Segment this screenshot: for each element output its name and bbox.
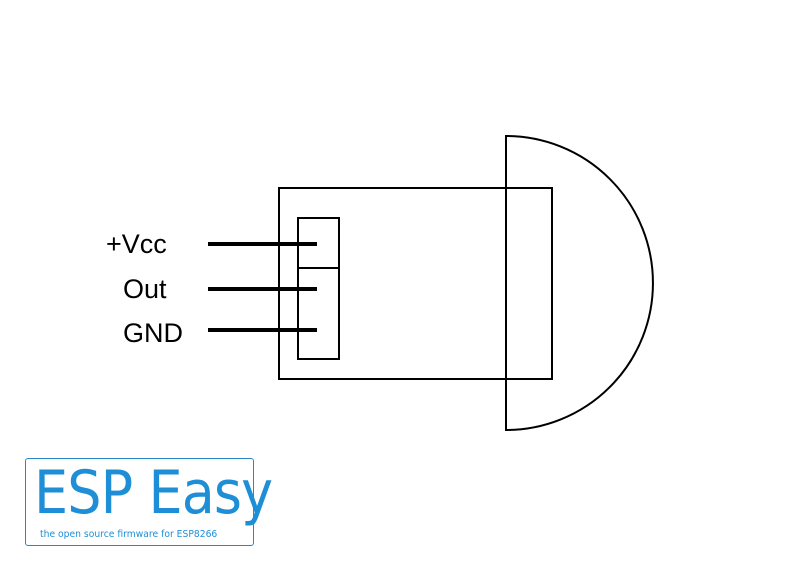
sensor-dome [505,134,654,432]
esp-easy-logo: ESP Easy the open source firmware for ES… [25,458,273,546]
pin-label-vcc: +Vcc [106,229,167,259]
logo-tagline: the open source firmware for ESP8266 [40,529,218,540]
pin-label-out: Out [123,274,167,304]
pin-label-gnd: GND [123,318,183,348]
logo-title: ESP Easy [34,458,273,528]
